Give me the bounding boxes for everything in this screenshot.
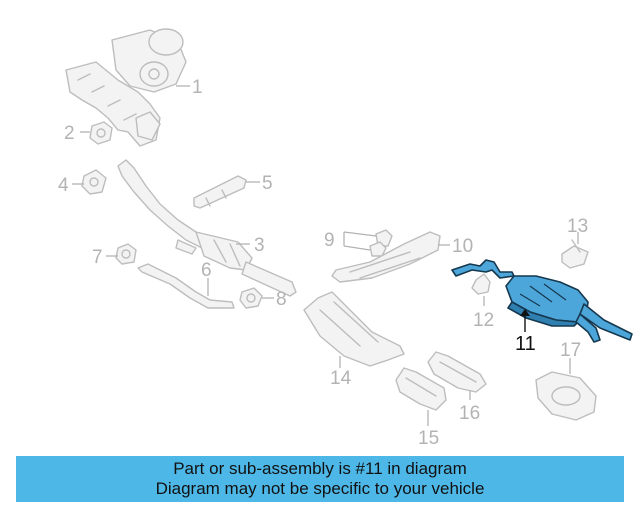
callout-13: 13 xyxy=(567,216,588,237)
callout-7: 7 xyxy=(92,247,103,268)
part-16-heat-shield[interactable] xyxy=(427,351,487,393)
callout-5: 5 xyxy=(262,173,273,194)
part-4-gasket[interactable] xyxy=(81,169,107,195)
part-2-gasket[interactable] xyxy=(89,121,113,145)
part-12-hanger[interactable] xyxy=(471,273,491,295)
callout-16: 16 xyxy=(459,403,480,424)
callout-15: 15 xyxy=(418,428,439,449)
callout-8: 8 xyxy=(276,289,287,310)
part-1-turbo-manifold[interactable] xyxy=(65,28,187,147)
part-13-hanger[interactable] xyxy=(561,239,589,269)
part-10-heat-shield[interactable] xyxy=(331,231,441,283)
callout-17: 17 xyxy=(560,340,581,361)
part-15-heat-shield[interactable] xyxy=(395,367,447,411)
info-banner: Part or sub-assembly is #11 in diagram D… xyxy=(16,456,624,502)
part-3-front-pipe-catalytic-converter[interactable] xyxy=(117,159,297,297)
part-17-heat-shield[interactable] xyxy=(535,371,597,421)
part-7-clamp[interactable] xyxy=(115,243,137,265)
callout-6: 6 xyxy=(201,260,212,281)
callout-4: 4 xyxy=(58,175,69,196)
callout-9: 9 xyxy=(324,230,335,251)
callout-2: 2 xyxy=(64,123,75,144)
part-6-intermediate-pipe[interactable] xyxy=(137,263,235,309)
banner-line-1: Part or sub-assembly is #11 in diagram xyxy=(173,459,467,478)
part-14-heat-shield[interactable] xyxy=(303,291,405,367)
part-9-hangers[interactable] xyxy=(369,229,393,257)
callout-1: 1 xyxy=(192,77,203,98)
banner-line-2: Diagram may not be specific to your vehi… xyxy=(155,479,485,498)
callout-11: 11 xyxy=(515,333,536,355)
callout-3: 3 xyxy=(254,235,265,256)
callout-12: 12 xyxy=(473,310,494,331)
callout-14: 14 xyxy=(330,368,352,389)
part-8-clamp[interactable] xyxy=(239,287,263,309)
callout-10: 10 xyxy=(452,236,473,257)
part-5-bracket[interactable] xyxy=(193,175,247,209)
